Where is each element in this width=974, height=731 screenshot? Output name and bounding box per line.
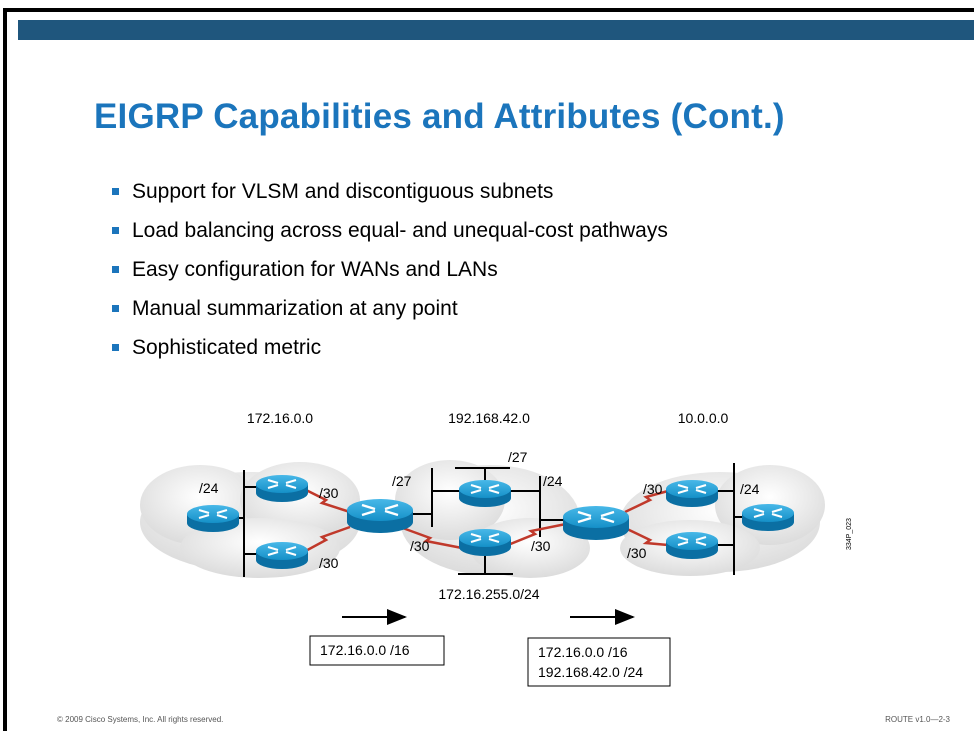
summary-box: 172.16.0.0 /16 192.168.42.0 /24 xyxy=(527,637,671,687)
cloud-center xyxy=(395,460,590,578)
router-icon xyxy=(458,528,512,557)
bullet-list: Support for VLSM and discontiguous subne… xyxy=(112,172,668,367)
router-icon xyxy=(186,504,240,533)
network-label: 172.16.0.0 xyxy=(247,410,313,426)
mask-label: /24 xyxy=(543,473,563,489)
summary-route: 172.16.0.0 /16 xyxy=(320,642,410,658)
summary-box: 172.16.0.0 /16 xyxy=(309,635,445,666)
mask-label: /24 xyxy=(740,481,760,497)
mask-label: /24 xyxy=(199,480,219,496)
course-code: ROUTE v1.0—2-3 xyxy=(885,715,950,724)
bullet-item: Support for VLSM and discontiguous subne… xyxy=(112,172,668,211)
router-icon xyxy=(665,531,719,560)
slide-border-left xyxy=(3,8,7,731)
figure-code: 334P_023 xyxy=(846,518,853,550)
wan-links xyxy=(299,485,669,556)
mask-label: /30 xyxy=(643,481,663,497)
mask-label: /30 xyxy=(319,555,339,571)
subnet-label: 172.16.255.0/24 xyxy=(438,586,539,602)
summary-route: 172.16.0.0 /16 xyxy=(538,644,628,660)
mask-label: /30 xyxy=(319,485,339,501)
network-label: 192.168.42.0 xyxy=(448,410,530,426)
bullet-item: Easy configuration for WANs and LANs xyxy=(112,250,668,289)
bullet-item: Sophisticated metric xyxy=(112,328,668,367)
bullet-item: Manual summarization at any point xyxy=(112,289,668,328)
mask-label: /27 xyxy=(508,449,528,465)
network-label: 10.0.0.0 xyxy=(678,410,729,426)
mask-label: /27 xyxy=(392,473,412,489)
router-icon xyxy=(255,474,309,503)
router-icon xyxy=(255,541,309,570)
router-icon xyxy=(458,479,512,508)
bullet-item: Load balancing across equal- and unequal… xyxy=(112,211,668,250)
summary-route: 192.168.42.0 /24 xyxy=(538,664,643,680)
mask-label: /30 xyxy=(627,545,647,561)
slide-border-top xyxy=(3,8,974,12)
router-icon xyxy=(561,504,631,542)
router-icon xyxy=(345,497,415,535)
mask-label: /30 xyxy=(531,538,551,554)
router-icon xyxy=(741,503,795,532)
title-bar xyxy=(18,20,974,40)
router-icon xyxy=(665,479,719,508)
slide-title: EIGRP Capabilities and Attributes (Cont.… xyxy=(94,97,785,136)
copyright-text: © 2009 Cisco Systems, Inc. All rights re… xyxy=(57,715,224,724)
mask-label: /30 xyxy=(410,538,430,554)
